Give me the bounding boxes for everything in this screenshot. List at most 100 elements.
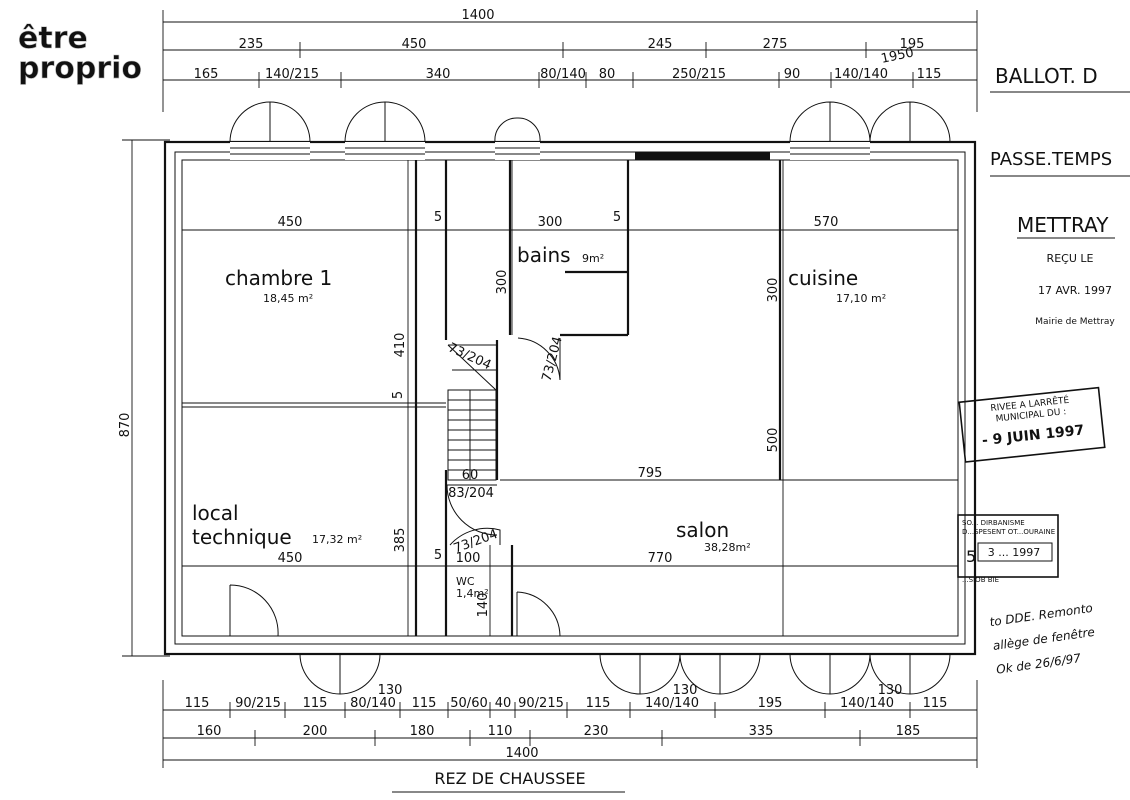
stamp1-date: - 9 JUIN 1997 bbox=[981, 422, 1085, 449]
dim-bottom-r2-1: 160 bbox=[197, 724, 222, 739]
dim-salon-height: 500 bbox=[766, 428, 781, 453]
dim-top-5: 195 bbox=[900, 37, 925, 52]
dim-top-1: 235 bbox=[239, 37, 264, 52]
dim-bottom-4: 80/140 bbox=[350, 696, 396, 711]
stamp2-date: 3 ... 1997 bbox=[988, 546, 1040, 559]
dim-salon-width: 770 bbox=[648, 551, 673, 566]
room-cuisine-name: cuisine bbox=[788, 266, 858, 290]
mairie-label: Mairie de Mettray bbox=[1035, 317, 1115, 327]
dim-bains-height: 300 bbox=[495, 270, 510, 295]
dim-top-extra: 1950 bbox=[880, 45, 915, 67]
dim-bottom-12: 140/140 bbox=[840, 696, 894, 711]
arc-label-3: 130 bbox=[878, 683, 903, 698]
title-block: BALLOT. D PASSE.TEMPS METTRAY REÇU LE 17… bbox=[990, 64, 1130, 327]
dim-bottom-7: 40 bbox=[495, 696, 512, 711]
room-chambre-area: 18,45 m² bbox=[263, 292, 313, 305]
dim-cuisine-width: 570 bbox=[814, 215, 839, 230]
dim-bottom-r2-7: 185 bbox=[896, 724, 921, 739]
dim-top-r2-7: 90 bbox=[784, 67, 801, 82]
dim-top-r2-2: 140/215 bbox=[265, 67, 319, 82]
dim-stair-60: 60 bbox=[462, 468, 479, 483]
dim-top-r2-3: 340 bbox=[426, 67, 451, 82]
watermark-logo: être proprio bbox=[18, 21, 143, 87]
interior-dimensions: 450 5 300 5 570 300 300 410 5 500 60 795… bbox=[182, 160, 958, 636]
left-dimension: 870 bbox=[118, 139, 170, 657]
note-line2: allège de fenêtre bbox=[992, 625, 1096, 653]
owner-name: BALLOT. D bbox=[995, 64, 1098, 88]
doors bbox=[446, 337, 561, 546]
room-bains-name: bains bbox=[517, 243, 571, 267]
dim-lt-height: 385 bbox=[393, 528, 408, 553]
dim-wall-5: 5 bbox=[391, 391, 406, 399]
dim-top-r2-4: 80/140 bbox=[540, 67, 586, 82]
note-line3: Ok de 26/6/97 bbox=[995, 651, 1082, 677]
dim-top-r2-6: 250/215 bbox=[672, 67, 726, 82]
urbanism-stamp: SO... DIRBANISME D...SPESENT OT...OURAIN… bbox=[957, 514, 1059, 584]
dim-wc-height: 140 bbox=[476, 593, 491, 618]
room-local-area: 17,32 m² bbox=[312, 533, 362, 546]
dim-bottom-5: 115 bbox=[412, 696, 437, 711]
interior-walls bbox=[182, 160, 958, 636]
room-bains-area: 9m² bbox=[582, 252, 604, 265]
dim-top-r2-9: 115 bbox=[917, 67, 942, 82]
dim-bottom-6: 50/60 bbox=[450, 696, 487, 711]
received-label: REÇU LE bbox=[1047, 252, 1094, 265]
room-local-name1: local bbox=[192, 501, 239, 525]
dim-top-r2-8: 140/140 bbox=[834, 67, 888, 82]
stamp2-bottom: ...SIOB BIE bbox=[962, 576, 999, 584]
stamp2-line1: SO... DIRBANISME bbox=[962, 519, 1025, 527]
town-name: METTRAY bbox=[1017, 213, 1109, 237]
dim-bottom-1: 115 bbox=[185, 696, 210, 711]
top-dimensions: 1400 235 450 245 275 195 165 140/215 340… bbox=[162, 8, 978, 112]
bottom-windows: 130 130 130 bbox=[229, 584, 951, 698]
staircase bbox=[447, 344, 497, 481]
plan-title: REZ DE CHAUSSEE bbox=[434, 769, 585, 788]
dim-bains-gap: 5 bbox=[613, 210, 621, 225]
arc-label-1: 130 bbox=[378, 683, 403, 698]
dim-bottom-r2-6: 335 bbox=[749, 724, 774, 739]
dim-left-total: 870 bbox=[118, 413, 133, 438]
footer: REZ DE CHAUSSEE bbox=[392, 769, 625, 793]
dim-bottom-r2-2: 200 bbox=[303, 724, 328, 739]
received-date: 17 AVR. 1997 bbox=[1038, 284, 1112, 297]
room-wc-name: WC bbox=[456, 575, 475, 588]
top-windows bbox=[229, 101, 951, 160]
approval-stamp: RIVEE A LARRÊTÉ MUNICIPAL DU : - 9 JUIN … bbox=[958, 386, 1106, 463]
dim-bottom-r2-5: 230 bbox=[584, 724, 609, 739]
stamp2-line2: D...SPESENT OT...OURAINE bbox=[962, 528, 1055, 536]
note-line1: to DDE. Remonto bbox=[989, 601, 1094, 629]
dim-bottom-13: 115 bbox=[923, 696, 948, 711]
stamp2-number: 5 bbox=[966, 547, 976, 566]
dim-bottom-r2-3: 180 bbox=[410, 724, 435, 739]
dim-bottom-8: 90/215 bbox=[518, 696, 564, 711]
room-chambre-name: chambre 1 bbox=[225, 266, 332, 290]
room-wc-area: 1,4m² bbox=[456, 587, 489, 600]
dim-bottom-11: 195 bbox=[758, 696, 783, 711]
dim-bottom-r2-4: 110 bbox=[488, 724, 513, 739]
bottom-dimensions: 115 90/215 115 80/140 115 50/60 40 90/21… bbox=[162, 680, 978, 768]
door-hall: 83/204 bbox=[448, 486, 494, 501]
room-local-name2: technique bbox=[192, 525, 292, 549]
dim-bains-width: 300 bbox=[538, 215, 563, 230]
dim-c1-width: 450 bbox=[278, 215, 303, 230]
dim-top-total: 1400 bbox=[461, 8, 494, 23]
project-name: PASSE.TEMPS bbox=[990, 149, 1112, 170]
watermark-line2: proprio bbox=[18, 51, 142, 86]
handwritten-note: to DDE. Remonto allège de fenêtre Ok de … bbox=[989, 601, 1096, 677]
dim-c1-height: 410 bbox=[393, 333, 408, 358]
room-salon-area: 38,28m² bbox=[704, 541, 751, 554]
room-cuisine-area: 17,10 m² bbox=[836, 292, 886, 305]
dim-lt-width: 450 bbox=[278, 551, 303, 566]
dim-wc-width: 100 bbox=[456, 551, 481, 566]
dim-cuisine-height: 300 bbox=[766, 278, 781, 303]
arc-label-2: 130 bbox=[673, 683, 698, 698]
dim-top-4: 275 bbox=[763, 37, 788, 52]
room-labels: chambre 1 18,45 m² bains 9m² cuisine 17,… bbox=[192, 243, 886, 600]
dim-bottom-9: 115 bbox=[586, 696, 611, 711]
outer-walls bbox=[163, 140, 977, 656]
dim-c1-gap: 5 bbox=[434, 210, 442, 225]
dim-bottom-2: 90/215 bbox=[235, 696, 281, 711]
room-salon-name: salon bbox=[676, 518, 729, 542]
dim-top-2: 450 bbox=[402, 37, 427, 52]
